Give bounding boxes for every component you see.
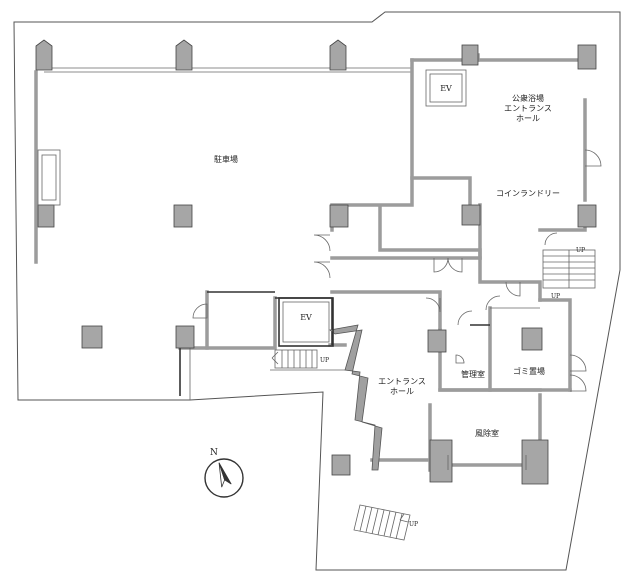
stair-up-left: UP xyxy=(320,357,329,364)
compass-north-label: N xyxy=(210,448,218,458)
laundry-label: コインランドリー xyxy=(496,189,560,198)
parking-side-recess-inner xyxy=(41,154,57,201)
stair-right xyxy=(542,249,596,289)
bath-entrance-label-1: 公衆浴場 xyxy=(512,93,544,103)
management-label: 管理室 xyxy=(461,369,485,379)
north-compass xyxy=(204,458,244,498)
stair-up-right-top: UP xyxy=(576,247,585,254)
stair-bottom xyxy=(353,504,411,541)
windbreak-label: 風除室 xyxy=(475,428,499,438)
entrance-hall-jagged-wall xyxy=(329,324,383,471)
parking-label: 駐車場 xyxy=(214,154,238,164)
stair-up-bottom: UP xyxy=(409,521,418,528)
bath-entrance-label-2: エントランス xyxy=(504,104,552,113)
bath-entrance-label-3: ホール xyxy=(516,114,540,123)
stair-up-right-bottom: UP xyxy=(551,293,560,300)
entrance-hall-label-2: ホール xyxy=(390,387,414,396)
ev-lower-label: EV xyxy=(300,313,312,322)
walls xyxy=(34,53,587,472)
doors xyxy=(192,149,602,392)
ev-upper-label: EV xyxy=(440,84,452,93)
columns xyxy=(35,39,597,485)
site-boundary xyxy=(13,11,621,571)
stair-left xyxy=(271,349,318,369)
parking-side-recess xyxy=(37,149,61,206)
entrance-hall-label-1: エントランス xyxy=(378,377,426,386)
elevator-upper xyxy=(425,69,467,107)
garbage-label: ゴミ置場 xyxy=(513,366,545,376)
elevator-lower xyxy=(278,297,334,347)
